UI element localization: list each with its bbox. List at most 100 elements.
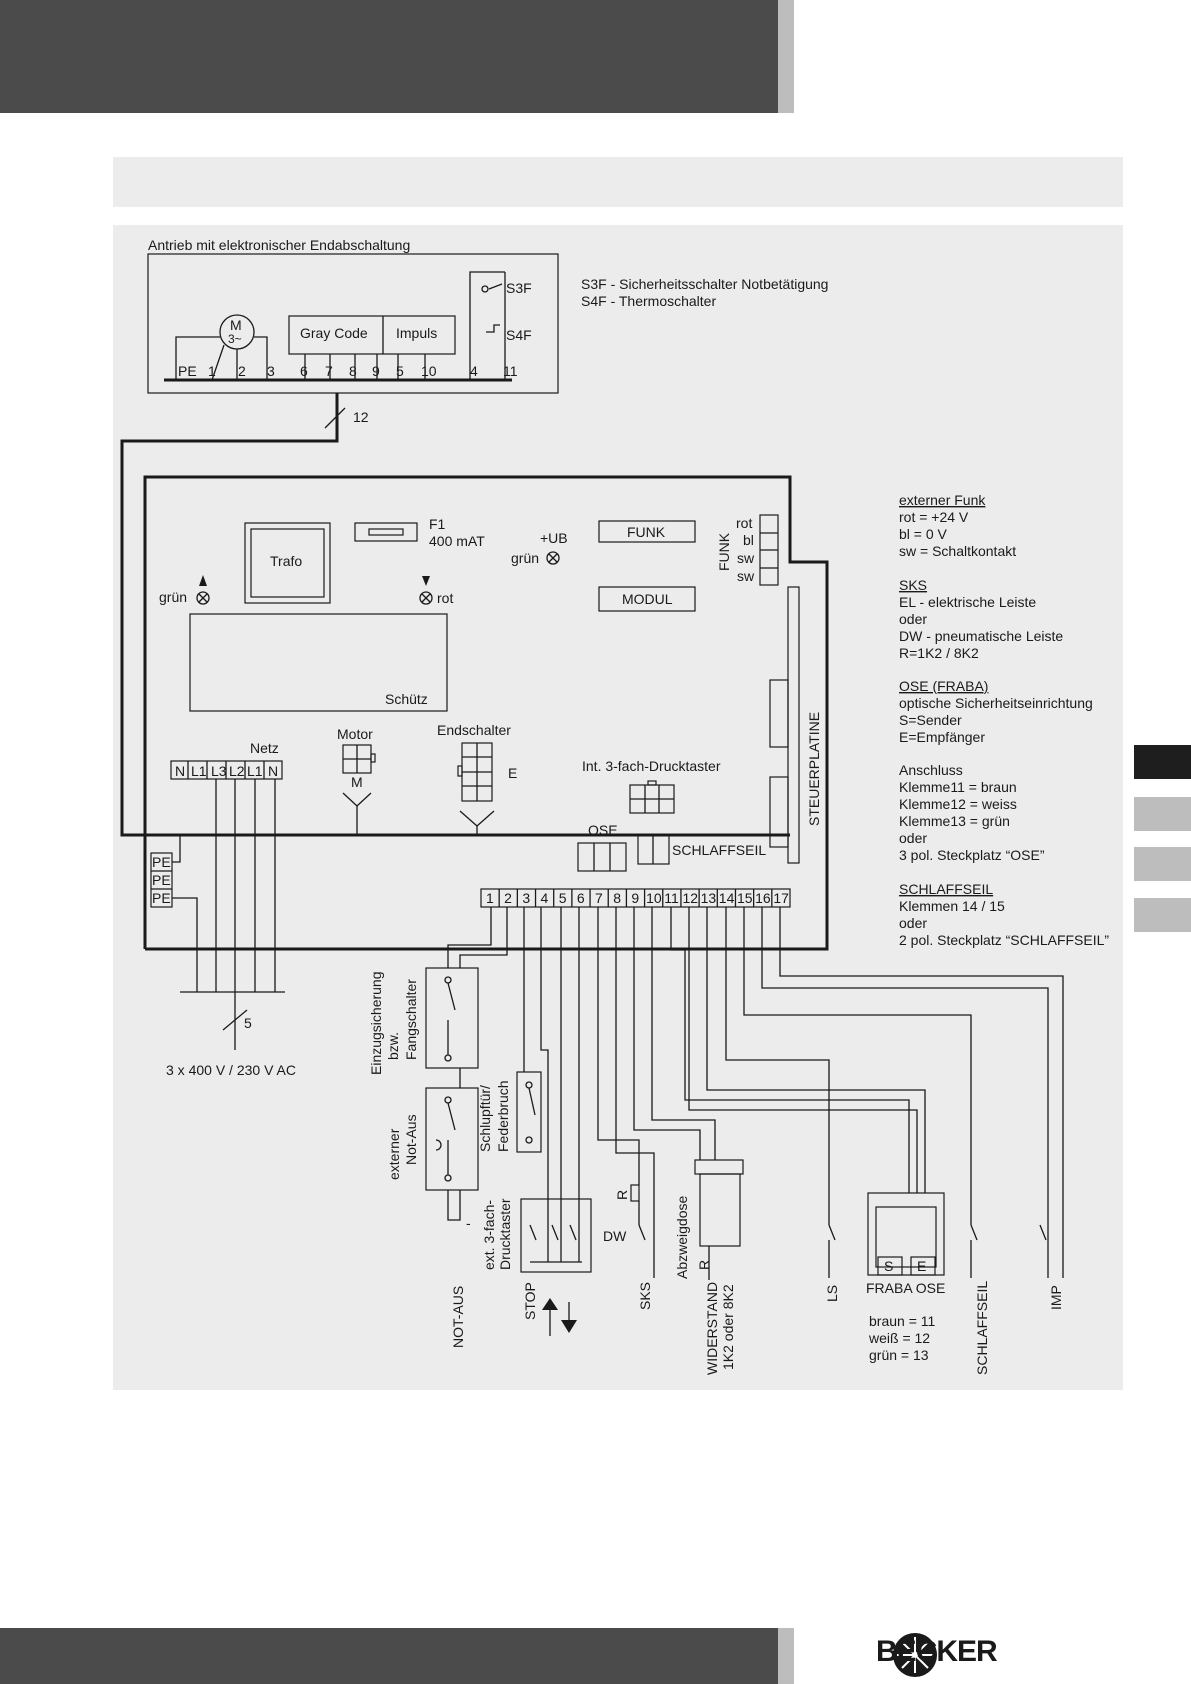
board-terminal: 11 <box>664 890 679 906</box>
led-ub-x2 <box>548 553 558 563</box>
header-bar <box>0 0 778 113</box>
fraba-inner <box>875 1206 937 1268</box>
notaus-ext-label-1: externer <box>386 1128 402 1180</box>
supply-tick <box>222 1009 248 1031</box>
board-terminal: 9 <box>631 890 639 906</box>
cable-tick-12 <box>324 407 346 429</box>
pe-terminal: PE <box>152 872 171 888</box>
side-tab-2[interactable] <box>1134 797 1191 831</box>
s3f-label: S3F <box>506 280 532 296</box>
ext-drucktaster-label-2: Drucktaster <box>497 1198 513 1270</box>
ose-connector <box>577 842 627 872</box>
graycode-label: Gray Code <box>300 325 368 341</box>
control-board <box>143 475 829 951</box>
sks-r-label: R <box>614 1190 630 1200</box>
wire-t7 <box>597 907 640 1185</box>
einzug-label-1: Einzugsicherung <box>368 971 384 1075</box>
drive-terminal: 10 <box>421 363 437 379</box>
motor-cable-v <box>342 792 372 807</box>
modul-slot <box>598 586 696 612</box>
board-terminal: 10 <box>646 890 662 906</box>
einzug-contact-1 <box>444 976 452 984</box>
wire-t13 <box>706 907 926 1193</box>
note-line: S=Sender <box>899 712 962 728</box>
netz-terminal: N <box>175 763 185 779</box>
wire-t8 <box>615 907 655 1278</box>
note-line: rot = +24 V <box>899 509 969 525</box>
steuerplatine-conn-1 <box>769 679 789 748</box>
motor-connector-latch <box>370 753 376 763</box>
motor-wire-3 <box>254 336 268 380</box>
drive-terminal: 9 <box>372 363 380 379</box>
einzug-label-3: Fangschalter <box>403 979 419 1060</box>
fraba-box <box>867 1192 945 1276</box>
netz-terminal: N <box>268 763 278 779</box>
widerstand-r-label: R <box>696 1260 712 1270</box>
steuerplatine-label: STEUERPLATINE <box>806 712 822 826</box>
drive-terminal: 6 <box>300 363 308 379</box>
fraba-s-box <box>877 1256 903 1276</box>
drive-terminal: 7 <box>325 363 333 379</box>
funk-pin-sw1: sw <box>737 550 755 566</box>
led-rot-x2 <box>421 593 431 603</box>
drive-box <box>147 253 559 394</box>
note-line: oder <box>899 830 927 846</box>
note-line: E=Empfänger <box>899 729 985 745</box>
notaus-button-icon <box>435 1139 442 1151</box>
einzug-contact-2 <box>444 1054 452 1062</box>
header-bar-edge <box>778 0 794 113</box>
side-tab-3[interactable] <box>1134 847 1191 881</box>
label-notaus: NOT-AUS <box>450 1286 466 1348</box>
s3f-wire <box>469 271 505 380</box>
funk-pin-sw2: sw <box>737 568 755 584</box>
fraba-color-1: braun = 11 <box>869 1313 936 1329</box>
board-terminal: 2 <box>504 890 512 906</box>
wire-t11 <box>670 907 910 1193</box>
footer-bar <box>0 1628 778 1684</box>
board-terminal: 15 <box>737 890 753 906</box>
external-wiring <box>425 907 1064 1280</box>
funk-label: FUNK <box>627 524 666 540</box>
board-terminal: 8 <box>613 890 621 906</box>
endschalter-latch <box>457 765 463 777</box>
drive-terminal: 8 <box>349 363 357 379</box>
drive-cable <box>120 393 790 837</box>
label-widerstand-2: 1K2 oder 8K2 <box>720 1284 736 1370</box>
abzweig-dose <box>699 1173 741 1247</box>
note-line: oder <box>899 611 927 627</box>
note-sks-title: SKS <box>899 577 927 593</box>
netz-label: Netz <box>250 740 279 756</box>
ext-drucktaster-label-1: ext. 3-fach- <box>481 1200 497 1270</box>
note-line: Anschluss <box>899 762 963 778</box>
pe-terminal: PE <box>152 890 171 906</box>
steuerplatine-conn-2 <box>769 776 789 848</box>
side-tab-active[interactable] <box>1134 745 1191 779</box>
s4f-label: S4F <box>506 327 532 343</box>
encoder-box <box>288 315 456 355</box>
ext-drucktaster-box <box>520 1198 592 1273</box>
diagram-panel <box>113 225 1123 1390</box>
led-gruen-x2 <box>198 593 208 603</box>
netz-terminal: L1 <box>191 763 207 779</box>
einzug-label-2: bzw. <box>385 1032 401 1060</box>
s3f-contact <box>481 285 489 293</box>
drive-terminal: 1 <box>208 363 216 379</box>
schuetz-box <box>189 613 448 712</box>
side-tab-4[interactable] <box>1134 898 1191 932</box>
notes-column: externer Funk rot = +24 V bl = 0 V sw = … <box>899 492 1109 948</box>
s4f-symbol <box>486 324 500 333</box>
drive-terminal: 4 <box>470 363 478 379</box>
arrow-up-icon <box>199 575 207 586</box>
drive-title: Antrieb mit elektronischer Endabschaltun… <box>148 237 410 253</box>
drive-motor-m: M <box>230 317 242 333</box>
motor-m-label: M <box>351 774 363 790</box>
board-terminal: 4 <box>541 890 549 906</box>
pe-terminal: PE <box>152 854 171 870</box>
drive-terminal: 2 <box>238 363 246 379</box>
pe-wire-top <box>172 835 181 863</box>
motor-wire-1 <box>211 344 225 381</box>
netz-terminal: L3 <box>211 763 227 779</box>
schlupf-label-2: Federbruch <box>495 1080 511 1152</box>
arrow-down-stop-icon <box>561 1320 577 1333</box>
